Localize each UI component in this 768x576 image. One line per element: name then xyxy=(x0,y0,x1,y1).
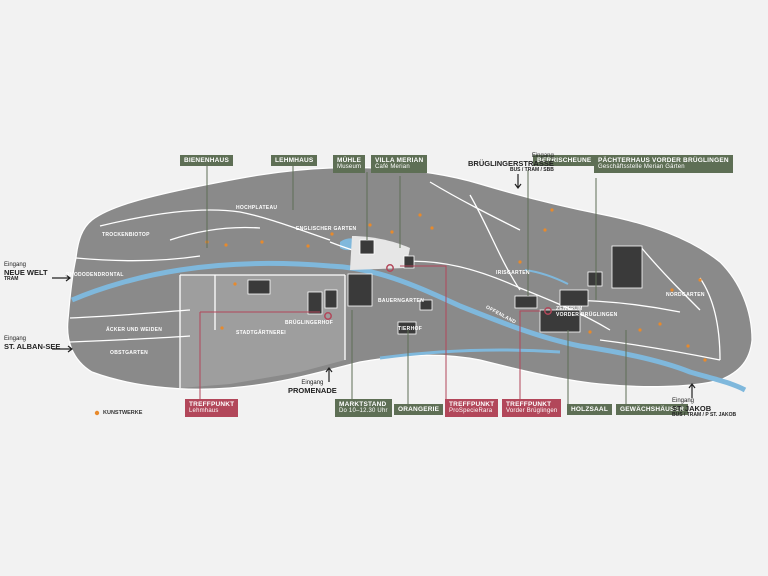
entrance-st-jakob-sub: BUS / TRAM / P ST. JAKOB xyxy=(672,411,737,418)
entrance-bruglinger-pre: Eingang xyxy=(531,153,554,159)
paechterhaus-title: PÄCHTERHAUS VORDER BRÜGLINGEN xyxy=(598,157,729,164)
muehle-title: MÜHLE xyxy=(337,157,362,164)
connector-lines xyxy=(206,166,627,404)
treffpunkt-lehmhaus-title: TREFFPUNKT xyxy=(189,401,235,408)
marktstand-sub: Do 10–12.30 Uhr xyxy=(339,408,388,415)
marktstand-title: MARKTSTAND xyxy=(339,401,387,408)
area-bauerngarten: BAUERNGARTEN xyxy=(378,298,425,304)
treffpunkt-lehmhaus-sub: Lehmhaus xyxy=(189,408,219,415)
villa-title: VILLA MERIAN xyxy=(375,157,424,164)
entrance-neue-welt-pre: Eingang xyxy=(4,262,27,268)
entrance-arrows xyxy=(52,174,696,398)
buildings xyxy=(247,239,643,335)
area-obstgarten: OBSTGARTEN xyxy=(110,350,148,356)
entrance-bruglinger-sub: BUS / TRAM / SBB xyxy=(509,166,554,173)
artwork-dots xyxy=(94,208,707,416)
entrance-neue-welt-name: NEUE WELT xyxy=(4,267,48,277)
gewaechshaeuser-label: GEWÄCHSHÄUSER xyxy=(616,404,688,416)
area-nordgarten: NORDGARTEN xyxy=(666,292,705,298)
area-aecker: ÄCKER UND WEIDEN xyxy=(106,327,163,333)
connector-lines-red xyxy=(199,265,540,400)
berrischeune-label: BERRISCHEUNE xyxy=(533,155,596,167)
entrance-st-alban-name: ST. ALBAN-SEE xyxy=(4,341,61,351)
treffpunkt-vb-title: TREFFPUNKT xyxy=(506,401,552,408)
bienenhaus-label: BIENENHAUS xyxy=(180,155,233,167)
area-hochplateau: HOCHPLATEAU xyxy=(236,205,278,211)
holzsaal-label: HOLZSAAL xyxy=(567,404,612,416)
lehmhaus-label: LEHMHAUS xyxy=(271,155,318,167)
muehle-sub: Museum xyxy=(337,164,362,171)
villa-sub: Café Merian xyxy=(375,164,410,171)
paths xyxy=(69,181,721,388)
lower-stream xyxy=(379,348,561,360)
area-zentrum: ZENTRUM VORDER BRÜGLINGEN xyxy=(556,306,618,318)
meeting-points xyxy=(324,264,552,320)
area-rhododendrontal: RHODODENDRONTAL xyxy=(66,272,124,278)
entrance-st-alban-pre: Eingang xyxy=(4,336,27,342)
orangerie-label: ORANGERIE xyxy=(394,404,444,416)
legend-kunstwerke: KUNSTWERKE xyxy=(103,410,143,416)
area-englischer-garten: ENGLISCHER GARTEN xyxy=(296,226,357,232)
river xyxy=(71,260,747,393)
area-trockenbiotop: TROCKENBIOTOP xyxy=(102,232,150,238)
entrance-promenade-pre: Eingang xyxy=(301,380,324,386)
entrance-st-jakob-pre: Eingang xyxy=(672,398,695,404)
stream xyxy=(524,269,569,285)
area-stadtgaertnerei: STADTGÄRTNEREI xyxy=(236,330,286,336)
treffpunkt-psr-sub: ProSpecieRara xyxy=(449,408,493,415)
treffpunkt-psr-title: TREFFPUNKT xyxy=(449,401,495,408)
entrance-promenade-name: PROMENADE xyxy=(288,385,337,395)
area-tierhof: TIERHOF xyxy=(398,326,423,332)
area-irisgarten: IRISGARTEN xyxy=(496,270,530,276)
area-brueglingerhof: BRÜGLINGERHOF xyxy=(285,320,334,326)
paechterhaus-sub: Geschäftsstelle Merian Gärten xyxy=(598,164,685,171)
entrance-bruglinger-name: BRÜGLINGERSTRASSE xyxy=(468,158,554,168)
stadtgaertnerei-zone xyxy=(180,275,345,388)
treffpunkt-vb-sub: Vorder Brüglingen xyxy=(506,408,558,415)
entrance-st-jakob-name: ST. JAKOB xyxy=(672,403,712,413)
entrance-neue-welt-sub: TRAM xyxy=(4,275,19,282)
